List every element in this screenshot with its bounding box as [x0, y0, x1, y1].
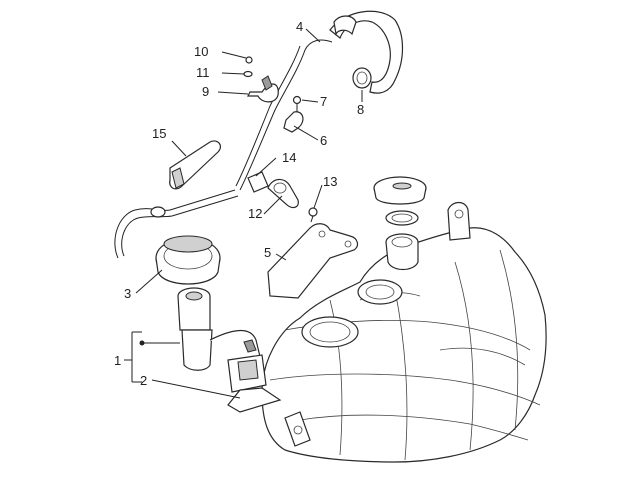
filler-cap: [373, 176, 427, 226]
washer-11: [243, 70, 253, 78]
tank-bracket: [267, 223, 359, 299]
callout-11: 11: [196, 65, 210, 80]
screw-13: [308, 207, 318, 223]
callout-4: 4: [296, 19, 303, 34]
callout-1: 1: [114, 353, 121, 368]
leader-lines: [124, 28, 363, 399]
fuel-line-hose: [114, 189, 239, 259]
hose-clamp-12: [267, 178, 299, 209]
callout-7: 7: [320, 94, 327, 109]
callout-5: 5: [264, 245, 271, 260]
callout-13: 13: [323, 174, 337, 189]
screw-10: [245, 56, 253, 64]
fuel-pump-assembly: [177, 287, 282, 413]
callout-2: 2: [140, 373, 147, 388]
callout-3: 3: [124, 286, 131, 301]
breather-hose: [235, 10, 404, 191]
callout-8: 8: [357, 102, 364, 117]
callout-6: 6: [320, 133, 327, 148]
callout-14: 14: [282, 150, 296, 165]
callout-15: 15: [152, 126, 166, 141]
lock-ring: [155, 235, 221, 285]
hose-clamp-6: [283, 111, 304, 133]
hose-clamp-9: [247, 75, 279, 103]
callout-9: 9: [202, 84, 209, 99]
screw-7: [292, 95, 302, 112]
filler-neck: [385, 233, 419, 271]
clip-14: [247, 171, 269, 193]
callout-10: 10: [194, 44, 208, 59]
fuel-tank: [261, 201, 547, 463]
callout-12: 12: [248, 206, 262, 221]
rubber-pad: [169, 140, 222, 190]
